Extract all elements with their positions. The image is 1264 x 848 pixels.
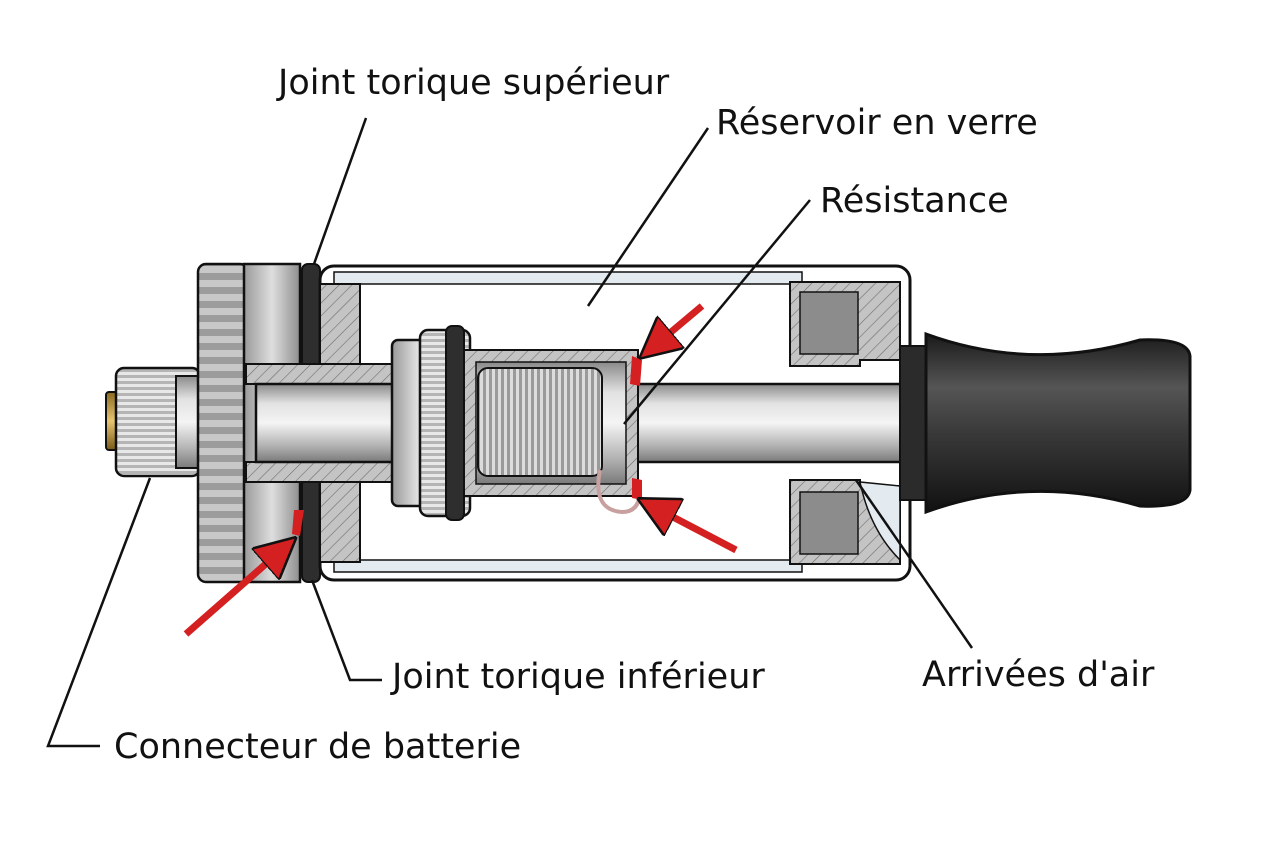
top-oring-part [301,263,321,369]
battery-connector-part [105,366,203,478]
label-battery-connector: Connecteur de batterie [114,727,522,767]
leader-bottom-oring [310,579,382,682]
leader-glass-tank [586,127,710,307]
air-hole-mark [630,356,642,386]
label-air-inlets: Arrivées d'air [922,655,1155,695]
leader-battery-connector [46,477,152,748]
leader-top-oring [312,117,368,265]
label-top-oring: Joint torique supérieur [278,63,670,103]
air-hole-mark [292,510,304,536]
top-cap-section [789,281,901,565]
air-hole-mark [632,478,642,500]
leader-lines [46,117,974,748]
leader-air-inlets [854,479,974,649]
drip-tip-part [899,331,1192,515]
leader-coil [623,199,811,425]
airflow-arrow [652,506,738,554]
label-coil: Résistance [820,181,1009,221]
airflow-arrow [652,303,705,348]
bottom-oring-part [301,477,321,583]
label-glass-tank: Réservoir en verre [716,103,1038,143]
label-bottom-oring: Joint torique inférieur [392,657,765,697]
airflow-arrow [183,548,284,637]
